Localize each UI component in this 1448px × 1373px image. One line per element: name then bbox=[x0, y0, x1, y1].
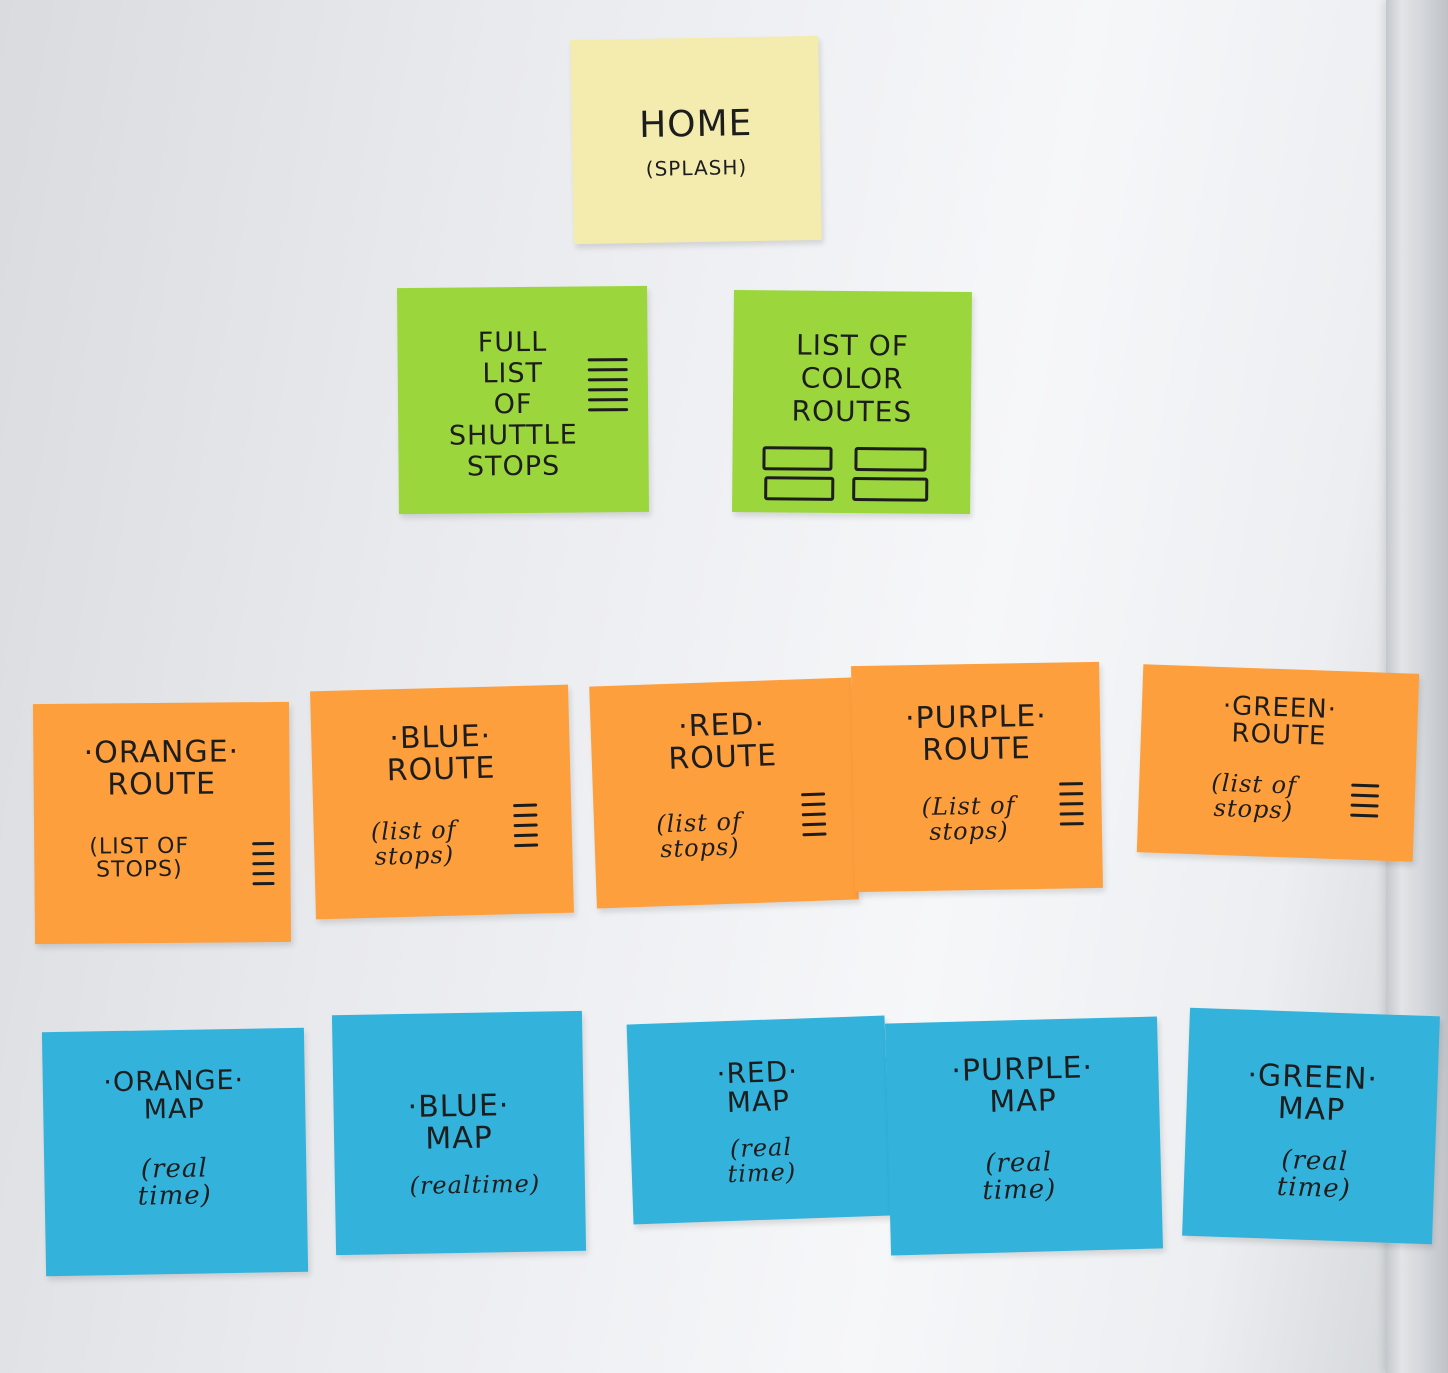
blue-route-title: ·BLUE· ROUTE bbox=[386, 718, 496, 788]
blue-map-detail: (realtime) bbox=[409, 1169, 541, 1200]
list-lines-icon bbox=[252, 842, 275, 892]
green-route-note: ·GREEN· ROUTE (list of stops) bbox=[1136, 664, 1420, 862]
blue-route-detail: (list of stops) bbox=[370, 815, 457, 871]
orange-map-title: ·ORANGE· MAP bbox=[103, 1064, 245, 1126]
home-note: HOME (SPLASH) bbox=[570, 35, 822, 245]
green-route-title: ·GREEN· ROUTE bbox=[1222, 691, 1338, 752]
purple-map-note: ·PURPLE· MAP (real time) bbox=[885, 1016, 1163, 1256]
red-route-note: ·RED· ROUTE (list of stops) bbox=[589, 677, 859, 909]
red-map-title: ·RED· MAP bbox=[716, 1054, 799, 1120]
list-lines-icon bbox=[587, 358, 629, 418]
green-map-note: ·GREEN· MAP (real time) bbox=[1182, 1007, 1440, 1245]
list-lines-icon bbox=[1059, 782, 1084, 832]
shuttle-stops-note: FULL LIST OF SHUTTLE STOPS bbox=[397, 285, 649, 515]
green-route-detail: (list of stops) bbox=[1210, 768, 1298, 825]
purple-map-detail: (real time) bbox=[982, 1147, 1057, 1207]
purple-route-title: ·PURPLE· ROUTE bbox=[904, 698, 1048, 768]
purple-route-note: ·PURPLE· ROUTE (List of stops) bbox=[851, 661, 1103, 893]
color-routes-text: LIST OF COLOR ROUTES bbox=[791, 328, 913, 429]
route-boxes-icon bbox=[762, 446, 942, 504]
blue-route-note: ·BLUE· ROUTE (list of stops) bbox=[310, 684, 574, 920]
color-routes-note: LIST OF COLOR ROUTES bbox=[732, 289, 972, 515]
list-lines-icon bbox=[801, 792, 827, 843]
list-lines-icon bbox=[513, 803, 539, 855]
red-route-detail: (list of stops) bbox=[655, 807, 743, 864]
orange-route-note: ·ORANGE· ROUTE (LIST OF STOPS) bbox=[32, 701, 292, 945]
home-subtitle: (SPLASH) bbox=[645, 155, 748, 181]
green-map-detail: (real time) bbox=[1276, 1144, 1352, 1205]
purple-route-detail: (List of stops) bbox=[921, 791, 1016, 847]
home-title: HOME bbox=[638, 103, 753, 146]
blue-map-title: ·BLUE· MAP bbox=[407, 1088, 510, 1157]
green-map-title: ·GREEN· MAP bbox=[1246, 1057, 1379, 1128]
orange-route-title: ·ORANGE· ROUTE bbox=[83, 734, 240, 802]
red-map-detail: (real time) bbox=[727, 1132, 797, 1189]
purple-map-title: ·PURPLE· MAP bbox=[950, 1050, 1094, 1120]
blue-map-note: ·BLUE· MAP (realtime) bbox=[331, 1010, 587, 1256]
shuttle-stops-text: FULL LIST OF SHUTTLE STOPS bbox=[448, 326, 578, 483]
red-map-note: ·RED· MAP (real time) bbox=[626, 1015, 892, 1225]
red-route-title: ·RED· ROUTE bbox=[667, 706, 778, 777]
orange-map-note: ·ORANGE· MAP (real time) bbox=[41, 1027, 309, 1277]
orange-map-detail: (real time) bbox=[137, 1153, 212, 1212]
list-lines-icon bbox=[1350, 783, 1380, 825]
orange-route-detail: (LIST OF STOPS) bbox=[89, 833, 190, 883]
